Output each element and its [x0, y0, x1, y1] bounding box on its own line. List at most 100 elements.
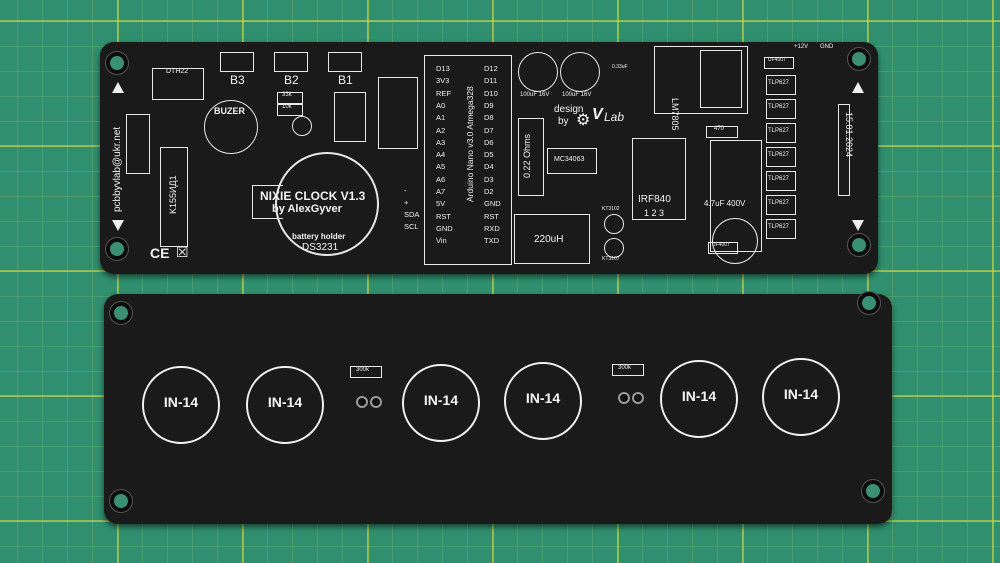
kt3102-label: KT3102 [602, 206, 620, 212]
arrow-up-icon [852, 82, 864, 93]
optocoupler [766, 75, 796, 95]
pin-label: A6 [436, 174, 446, 184]
capacitor-100uf-2 [560, 52, 600, 92]
arduino-nano-footprint [424, 55, 512, 265]
pin-label: A2 [436, 125, 446, 135]
mounting-hole [862, 480, 884, 502]
pin-label: D9 [484, 100, 494, 110]
pin-label: D10 [484, 88, 498, 98]
buzzer-label: BUZER [214, 106, 245, 116]
pin-label: D7 [484, 125, 494, 135]
power-12v-label: +12V [794, 44, 809, 50]
gear-icon: ⚙ [576, 112, 591, 129]
pin-label: RXD [484, 223, 500, 233]
top-pcb: pcbbyvlab@ukr.net DTH22 B3 B2 B1 BUZER 3… [100, 42, 878, 274]
cap2-label: 100uF 16V [562, 92, 592, 98]
pin-label: TXD [484, 236, 499, 246]
pad [356, 396, 368, 408]
pin-label: D2 [484, 187, 494, 196]
arrow-up-icon [112, 82, 124, 93]
optocoupler [766, 195, 796, 215]
hv-capacitor-circle [712, 218, 758, 264]
regulator-heatsink-tab [700, 50, 742, 108]
lm7805-regulator [654, 46, 748, 114]
resistor-label: 10k [282, 104, 292, 110]
mounting-hole [110, 302, 132, 324]
button-b1 [328, 52, 362, 72]
bottom-pcb: IN-14 IN-14 IN-14 IN-14 IN-14 IN-14 300k… [104, 292, 892, 524]
pin-label: D5 [484, 150, 494, 160]
button-b2-label: B2 [284, 73, 299, 87]
email-label: pcbbyvlab@ukr.net [112, 126, 123, 212]
optocoupler-label: TLP627 [768, 224, 790, 230]
diode-top-label: UF4007 [768, 57, 786, 63]
resistor-label: 300k [618, 365, 632, 371]
nixie-tube-1: IN-14 [142, 366, 220, 444]
tube-label: IN-14 [783, 386, 819, 402]
by-label: by [558, 116, 569, 127]
transistor-kt3107 [604, 238, 624, 258]
right-header [838, 104, 850, 196]
tube-label: IN-14 [267, 394, 303, 410]
button-b3-label: B3 [230, 73, 245, 87]
ic-label: K155ИД1 [168, 175, 178, 214]
pin-label: A5 [436, 162, 446, 172]
optocoupler-label: TLP627 [768, 80, 790, 86]
pin-label: D3 [484, 174, 494, 184]
resistor-33k [277, 92, 303, 104]
tube-label: IN-14 [525, 390, 561, 406]
hv-cap-label: 4.7uF 400V [704, 199, 746, 208]
irf840-mosfet [632, 138, 686, 220]
pin-label: D13 [436, 64, 450, 73]
pin-label: A7 [436, 187, 446, 196]
cap1-label: 100uF 16V [520, 92, 550, 98]
buzzer-footprint [204, 100, 258, 154]
resistor-470 [706, 126, 738, 138]
nixie-tube-6: IN-14 [762, 358, 840, 436]
regulator-label: LM7805 [670, 98, 680, 131]
shunt-label: 0.22 Ohms [522, 133, 532, 178]
dht-label: DTH22 [166, 68, 189, 75]
dht-sensor-footprint [152, 68, 204, 100]
pin-label: A1 [436, 113, 446, 123]
pin-label: A4 [436, 150, 446, 160]
pin-label: D8 [484, 113, 494, 123]
resistor-470-label: 470 [714, 126, 725, 132]
i2c-pin-sda: SDA [404, 210, 420, 219]
optocoupler [766, 123, 796, 143]
mounting-hole [858, 292, 880, 314]
optocoupler [766, 219, 796, 239]
small-cap-label: 0.33uF [612, 64, 628, 70]
mounting-hole [848, 48, 870, 70]
brand-label: Lab [604, 110, 625, 124]
design-label: design [554, 104, 584, 115]
button-b1-label: B1 [338, 73, 353, 87]
i2c-pin-plus: + [404, 198, 409, 207]
optocoupler-label: TLP627 [768, 128, 790, 134]
battery-label: battery holder [292, 232, 346, 241]
i2c-pin-minus: - [404, 186, 407, 195]
project-author: by AlexGyver [272, 203, 342, 215]
pad [632, 392, 644, 404]
pin-label: REF [436, 88, 451, 98]
date-code: 15.01.2024 [844, 112, 854, 158]
pin-label: D12 [484, 64, 498, 73]
i2c-pin-scl: SCL [404, 222, 419, 231]
arrow-down-icon [852, 220, 864, 231]
optocoupler [766, 147, 796, 167]
transistor-kt3102 [604, 214, 624, 234]
tube-label: IN-14 [163, 394, 199, 410]
brand-v-logo: V [592, 106, 603, 123]
shunt-resistor [518, 118, 544, 196]
power-gnd-label: GND [820, 44, 834, 50]
pin-label: D6 [484, 137, 494, 147]
ce-mark: CE [150, 245, 170, 261]
resistor-array [334, 92, 366, 142]
resistor-300k-1 [350, 366, 382, 378]
pin-label: RST [436, 211, 451, 221]
optocoupler [766, 99, 796, 119]
tube-label: IN-14 [681, 388, 717, 404]
optocoupler-label: TLP627 [768, 152, 790, 158]
mounting-hole [106, 238, 128, 260]
battery-tab [252, 185, 283, 219]
